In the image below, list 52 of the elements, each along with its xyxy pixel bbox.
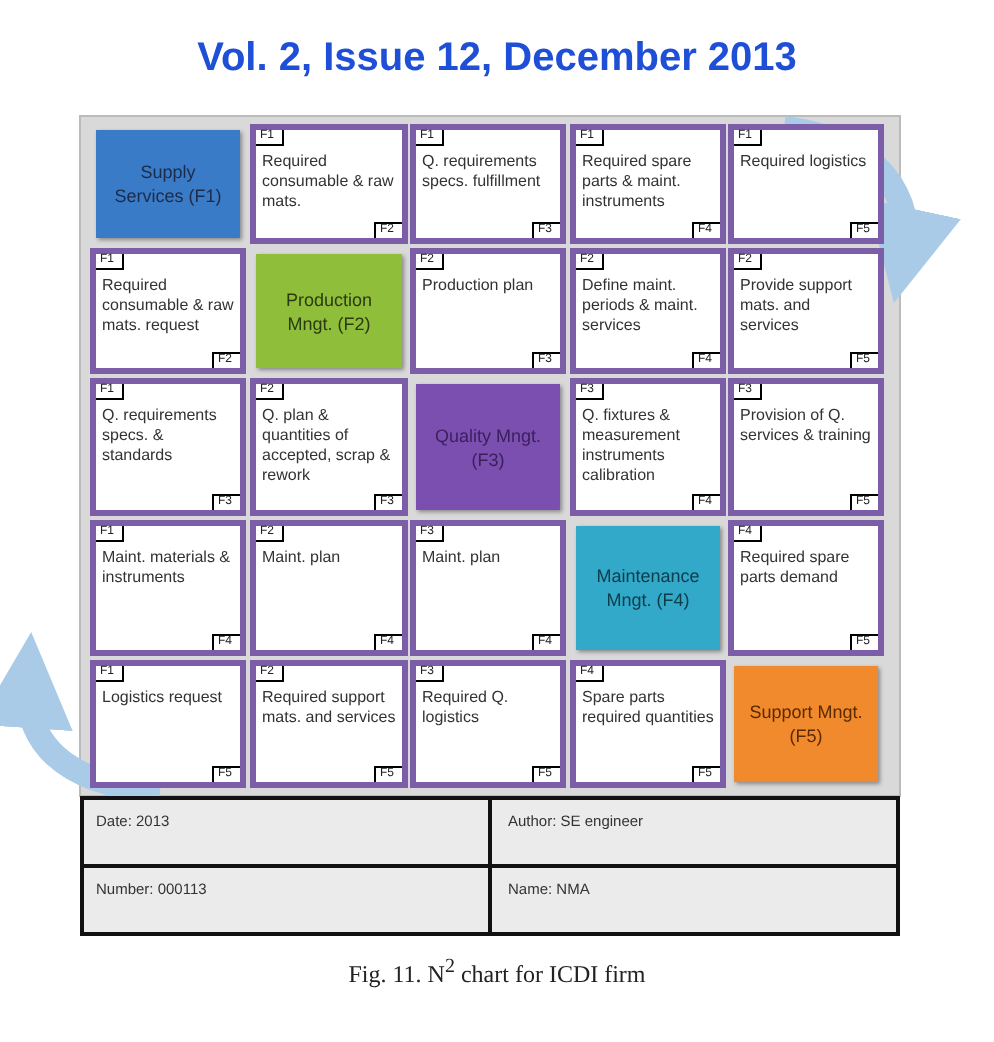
interface-cell <box>410 248 566 374</box>
cell-text: Logistics request <box>102 688 225 708</box>
cell-text: Required Q. logistics <box>422 688 511 728</box>
function-box <box>734 666 878 782</box>
cell-text: Provision of Q. services & training <box>740 406 872 446</box>
cell-text: Q. requirements specs. & standards <box>102 406 219 466</box>
cell-text: Required logistics <box>740 152 869 172</box>
function-label: Maintenance Mngt. (F4) <box>594 564 702 612</box>
cell-text: Required consumable & raw mats. <box>262 152 396 212</box>
function-box <box>576 526 720 650</box>
interface-cell <box>90 660 246 788</box>
cell-text: Maint. plan <box>422 548 503 568</box>
function-box <box>256 254 402 368</box>
interface-cell <box>90 248 246 374</box>
cell-text: Q. fixtures & measurement instruments calibration <box>582 406 682 486</box>
cell-text: Maint. plan <box>262 548 343 568</box>
cell-text: Required spare parts demand <box>740 548 852 588</box>
function-label: Supply Services (F1) <box>112 160 224 208</box>
cell-text: Required spare parts & maint. instruments <box>582 152 694 212</box>
cell-text: Required support mats. and services <box>262 688 396 728</box>
interface-cell <box>728 248 884 374</box>
interface-cell <box>410 520 566 656</box>
interface-cell <box>728 378 884 516</box>
title: Vol. 2, Issue 12, December 2013 <box>195 36 799 82</box>
function-box <box>96 130 240 238</box>
cell-text: Production plan <box>422 276 536 296</box>
cell-text: Required consumable & raw mats. request <box>102 276 234 336</box>
interface-cell <box>90 378 246 516</box>
function-box <box>416 384 560 510</box>
cell-text: Q. requirements specs. fulfillment <box>422 152 543 192</box>
function-label: Production Mngt. (F2) <box>283 287 375 335</box>
cell-text: Maint. materials & instruments <box>102 548 233 588</box>
cell-text: Q. plan & quantities of accepted, scrap & rework <box>262 406 393 486</box>
caption: Fig. 11. N$^{2}$ chart for ICDI firm <box>346 956 648 990</box>
interface-cell <box>250 660 408 788</box>
interface-cell <box>250 124 408 244</box>
interface-cell <box>410 660 566 788</box>
interface-cell <box>410 124 566 244</box>
interface-cell <box>570 378 726 516</box>
interface-cell <box>570 124 726 244</box>
interface-cell <box>728 520 884 656</box>
interface-cell <box>728 124 884 244</box>
interface-cell <box>570 248 726 374</box>
interface-cell <box>250 378 408 516</box>
function-label: Support Mngt. (F5) <box>747 700 865 748</box>
cell-text: Spare parts required quantities <box>582 688 714 728</box>
interface-cell <box>250 520 408 656</box>
function-label: Quality Mngt. (F3) <box>432 423 544 471</box>
interface-cell <box>90 520 246 656</box>
cell-text: Provide support mats. and services <box>740 276 855 336</box>
interface-cell <box>570 660 726 788</box>
cell-text: Define maint. periods & maint. services <box>582 276 700 336</box>
